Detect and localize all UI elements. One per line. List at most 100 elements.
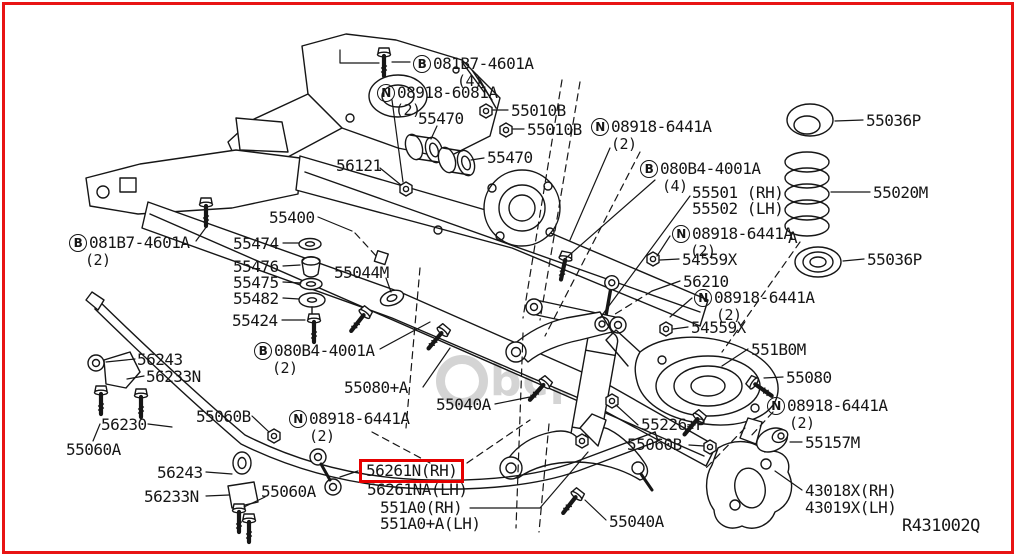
part-label-56243[interactable]: 56243 [157, 465, 203, 481]
part-number-text: A [788, 228, 798, 247]
part-number-text: 56233N [144, 487, 199, 506]
part-number-row: 56121 [336, 158, 382, 174]
marker-a: A [788, 228, 798, 247]
part-number-row: A [788, 228, 798, 247]
part-label-56230[interactable]: 56230 [101, 417, 147, 433]
part-label-551a0-rh[interactable]: 551A0(RH) [380, 500, 463, 516]
part-label-55020m[interactable]: 55020M [873, 185, 928, 201]
part-label-56261na-lh[interactable]: 56261NA(LH) [367, 480, 468, 499]
part-label-55060a[interactable]: 55060A [66, 442, 121, 458]
knuckle-art [705, 417, 793, 529]
part-number-text: 55060A [66, 440, 121, 459]
part-number-row: 56261NA(LH) [367, 480, 468, 499]
circled-letter-n-icon: N [767, 397, 785, 415]
part-label-55080[interactable]: 55080 [786, 370, 832, 386]
part-label-55474[interactable]: 55474 [233, 236, 279, 252]
part-label-55010b[interactable]: 55010B [527, 122, 582, 138]
watermark-ring-icon [436, 355, 488, 407]
part-number-row: 55226+P [641, 417, 705, 433]
part-number-row: 55482 [233, 291, 279, 307]
washer-stack-art [298, 237, 326, 343]
part-number-row: 55502 (LH) [692, 201, 784, 217]
part-number-text: 55010B [527, 120, 582, 139]
part-number-text: 081B7-4601A [89, 233, 190, 252]
part-label-55476[interactable]: 55476 [233, 259, 279, 275]
part-label-55475[interactable]: 55475 [233, 275, 279, 291]
part-label-54559x[interactable]: 54559X [691, 320, 746, 336]
part-number-row: 55040A [609, 514, 664, 530]
part-label-551b0m[interactable]: 551B0M [751, 342, 806, 358]
part-label-54559x[interactable]: 54559X [682, 252, 737, 268]
part-label-55010b[interactable]: 55010B [511, 103, 566, 119]
part-number-text: 55036P [866, 111, 921, 130]
part-label-55157m[interactable]: 55157M [805, 435, 860, 451]
part-label-551a0-a-lh[interactable]: 551A0+A(LH) [380, 516, 481, 532]
part-label-55080-a[interactable]: 55080+A [344, 380, 408, 396]
part-number-row: 54559X [691, 320, 746, 336]
part-number-text: 08918-6081A [397, 83, 498, 102]
part-label-55502-lh[interactable]: 55502 (LH) [692, 201, 784, 217]
part-number-row: 55060B [196, 409, 251, 425]
part-number-row: 54559X [682, 252, 737, 268]
highlighted-part-label-56261n-rh[interactable]: 56261N(RH) [359, 459, 465, 483]
part-number-text: 56243 [137, 350, 183, 369]
part-number-text: 55040A [609, 512, 664, 531]
part-number-text: 56261NA(LH) [367, 480, 468, 499]
part-label-55036p[interactable]: 55036P [866, 113, 921, 129]
part-label-55400[interactable]: 55400 [269, 210, 315, 226]
part-label-55501-rh[interactable]: 55501 (RH) [692, 183, 784, 202]
part-label-55060a[interactable]: 55060A [261, 484, 316, 500]
part-number-text: 08918-6441A [787, 396, 888, 415]
part-number-text: 55482 [233, 289, 279, 308]
part-label-55060b[interactable]: 55060B [627, 437, 682, 453]
part-quantity: (2) [395, 101, 421, 119]
part-number-row: 55036P [866, 113, 921, 129]
part-number-text: 55060B [627, 435, 682, 454]
part-number-text: 55470 [418, 109, 464, 128]
part-label-55036p[interactable]: 55036P [867, 252, 922, 268]
part-number-text: 55157M [805, 433, 860, 452]
dashed-lines [354, 79, 801, 533]
part-label-55040a[interactable]: 55040A [436, 397, 491, 413]
part-label-56233n[interactable]: 56233N [144, 489, 199, 505]
part-number-text: 43019X(LH) [805, 498, 897, 517]
part-label-55226-p[interactable]: 55226+P [641, 417, 705, 433]
part-number-row: 55470 [487, 150, 533, 166]
part-label-56233n[interactable]: 56233N [146, 369, 201, 385]
part-number-text: 55501 (RH) [692, 183, 784, 202]
part-label-55044m[interactable]: 55044M [334, 265, 389, 281]
lower-arm-art [499, 413, 654, 492]
part-number-row: 55470 [418, 111, 464, 127]
part-label-43018x-rh[interactable]: 43018X(RH) [805, 483, 897, 499]
part-label-56121[interactable]: 56121 [336, 158, 382, 174]
part-number-row: 551B0M [751, 342, 806, 358]
part-label-55470[interactable]: 55470 [487, 150, 533, 166]
part-label-43019x-lh[interactable]: 43019X(LH) [805, 498, 897, 517]
part-label-55482[interactable]: 55482 [233, 291, 279, 307]
part-label-55060b[interactable]: 55060B [196, 409, 251, 425]
bushing-55470-art [404, 133, 476, 177]
part-quantity: (4) [457, 72, 483, 90]
part-label-56243[interactable]: 56243 [137, 352, 183, 368]
part-label-55424[interactable]: 55424 [232, 313, 278, 329]
part-number-row: 55424 [232, 313, 278, 329]
part-label-56210[interactable]: 56210 [683, 274, 729, 290]
part-number-text: 080B4-4001A [660, 159, 761, 178]
part-number-row: 56230 [101, 417, 147, 433]
part-label-55040a[interactable]: 55040A [609, 514, 664, 530]
part-label-55470[interactable]: 55470 [418, 111, 464, 127]
part-number-text: 55020M [873, 183, 928, 202]
